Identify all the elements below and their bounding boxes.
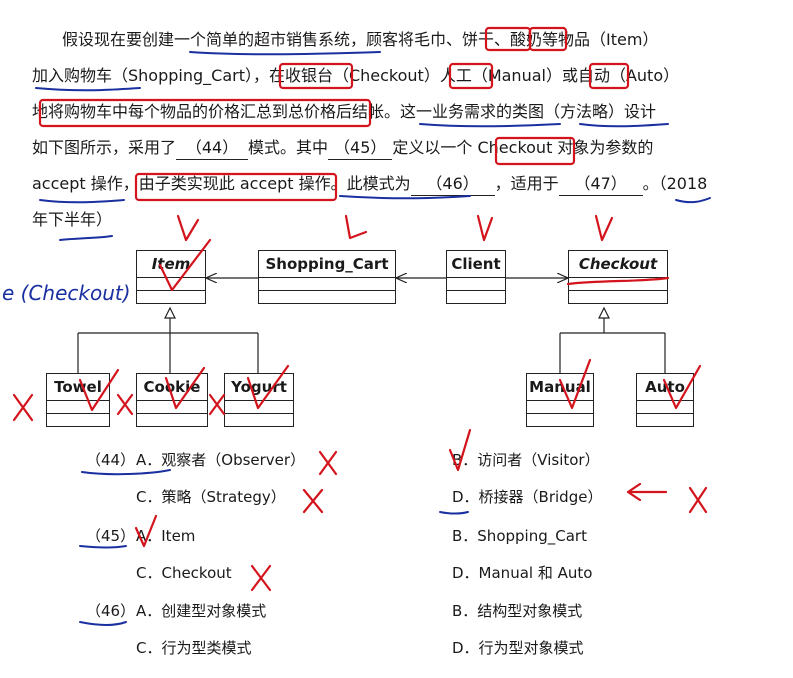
q44-option-b: B．访问者（Visitor） [452,451,600,469]
class-item: Item [136,250,206,304]
red-cross-45c [250,564,272,592]
uml-class-diagram: Item Shopping_Cart Client Checkout Towel… [0,230,793,445]
q46-option-d: D．行为型对象模式 [452,639,584,657]
blank-45: （45） [328,137,393,160]
class-shopping-cart-name: Shopping_Cart [259,251,395,278]
class-cookie: Cookie [136,373,208,427]
q44-option-a: A．观察者（Observer） [136,451,306,469]
class-yogurt-name: Yogurt [225,374,293,401]
q44-option-c: C．策略（Strategy） [136,488,286,506]
q44-number: （44） [86,451,136,469]
blank-47: （47） [558,173,643,196]
class-auto: Auto [636,373,694,427]
class-auto-name: Auto [637,374,693,401]
generalization-item [164,306,176,319]
red-cross-44c [302,488,324,514]
blank-44: （44） [176,137,249,160]
paragraph-line-6: 年下半年） [32,210,113,229]
q45-option-a: A．Item [136,527,196,545]
blue-underline-46 [79,621,127,626]
line5-text-b: ，适用于 [494,174,559,193]
blue-underline-d [439,511,469,515]
red-arrow-bridge [626,482,668,502]
line4-text-c: 定义以一个 Checkout 对象为参数的 [392,138,654,157]
class-checkout-name: Checkout [569,251,667,278]
class-manual: Manual [526,373,594,427]
blank-46: （46） [410,173,495,196]
class-checkout: Checkout [568,250,668,304]
q46-option-c: C．行为型类模式 [136,639,252,657]
question-paragraph: 假设现在要创建一个简单的超市销售系统，顾客将毛巾、饼干、酸奶等物品（Item） … [32,22,772,238]
paragraph-line-4: 如下图所示，采用了（44）模式。其中（45）定义以一个 Checkout 对象为… [32,130,772,166]
paragraph-line-3: 地将购物车中每个物品的价格汇总到总价格后结帐。这一业务需求的类图（方法略）设计 [32,102,657,121]
generalization-checkout [598,306,610,319]
paragraph-line-5: accept 操作，由子类实现此 accept 操作。此模式为（46），适用于（… [32,166,772,202]
q45-number: （45） [86,527,136,545]
class-manual-name: Manual [527,374,593,401]
class-towel: Towel [46,373,110,427]
class-towel-name: Towel [47,374,109,401]
line4-text-a: 如下图所示，采用了 [32,138,177,157]
q45-option-d: D．Manual 和 Auto [452,564,593,582]
class-cookie-name: Cookie [137,374,207,401]
q46-number: （46） [86,602,136,620]
q44-option-d: D．桥接器（Bridge） [452,488,603,506]
line5-text-a: accept 操作，由子类实现此 accept 操作。此模式为 [32,174,411,193]
q45-option-c: C．Checkout [136,564,232,582]
red-cross-44a [318,450,338,476]
class-client: Client [446,250,506,304]
line4-text-b: 模式。其中 [248,138,329,157]
blue-underline-45 [79,545,127,549]
line5-text-c: 。（2018 [642,174,708,193]
class-client-name: Client [447,251,505,278]
q46-option-a: A．创建型对象模式 [136,602,267,620]
class-yogurt: Yogurt [224,373,294,427]
q45-option-b: B．Shopping_Cart [452,527,587,545]
paragraph-line-2: 加入购物车（Shopping_Cart），在收银台（Checkout）人工（Ma… [32,66,680,85]
red-cross-44d [688,486,708,514]
class-item-name: Item [137,251,205,278]
class-shopping-cart: Shopping_Cart [258,250,396,304]
blue-underline-44 [81,469,171,476]
q46-option-b: B．结构型对象模式 [452,602,583,620]
paragraph-line-1: 假设现在要创建一个简单的超市销售系统，顾客将毛巾、饼干、酸奶等物品（Item） [62,30,659,49]
